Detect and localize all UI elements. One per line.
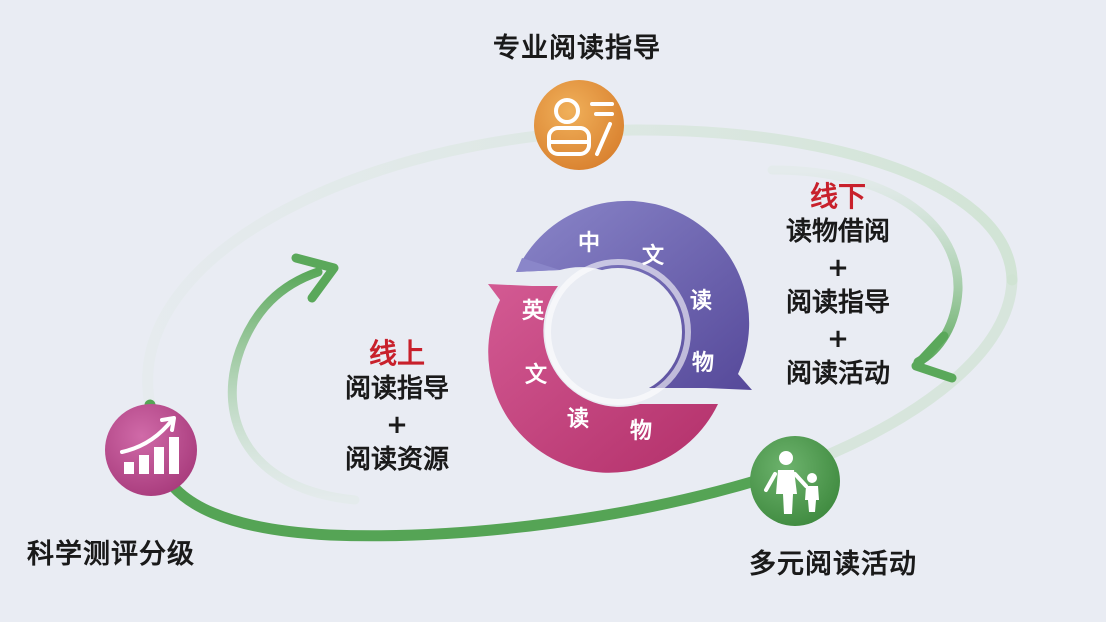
offline-title: 线下 [809,180,867,213]
ring-char-wen-en: 文 [525,362,548,388]
ring-char-wen-cn: 文 [642,243,665,269]
node-label-left: 科学测评分级 [27,539,195,570]
node-label-right: 多元阅读活动 [749,549,917,580]
bar-chart-growth-icon [105,404,197,496]
offline-line-1: 读物借阅 [785,217,891,247]
ring-char-ying: 英 [522,299,545,324]
ring-char-du-cn: 读 [690,289,712,314]
ring-char-wu-cn: 物 [692,350,714,376]
teacher-board-icon [534,80,624,170]
offline-plus-1: + [827,253,849,283]
online-line-2: 阅读资源 [344,445,450,475]
offline-plus-2: + [827,324,849,354]
online-block: 线上 阅读指导 + 阅读资源 [345,337,449,479]
online-arrow [227,253,360,505]
online-plus: + [386,410,408,440]
offline-block: 线下 读物借阅 + 阅读指导 + 阅读活动 [786,180,890,393]
node-label-top: 专业阅读指导 [493,33,661,64]
offline-line-2: 阅读指导 [785,288,891,318]
ring-char-zhong: 中 [578,231,600,256]
ring-char-wu-en: 物 [630,418,652,444]
center-cycle-ring [488,200,752,473]
ring-char-du-en: 读 [567,407,589,432]
online-title: 线上 [368,337,426,370]
online-line-1: 阅读指导 [344,374,450,404]
offline-arrow [767,165,963,383]
parent-child-icon [750,436,840,526]
offline-line-3: 阅读活动 [785,359,891,389]
